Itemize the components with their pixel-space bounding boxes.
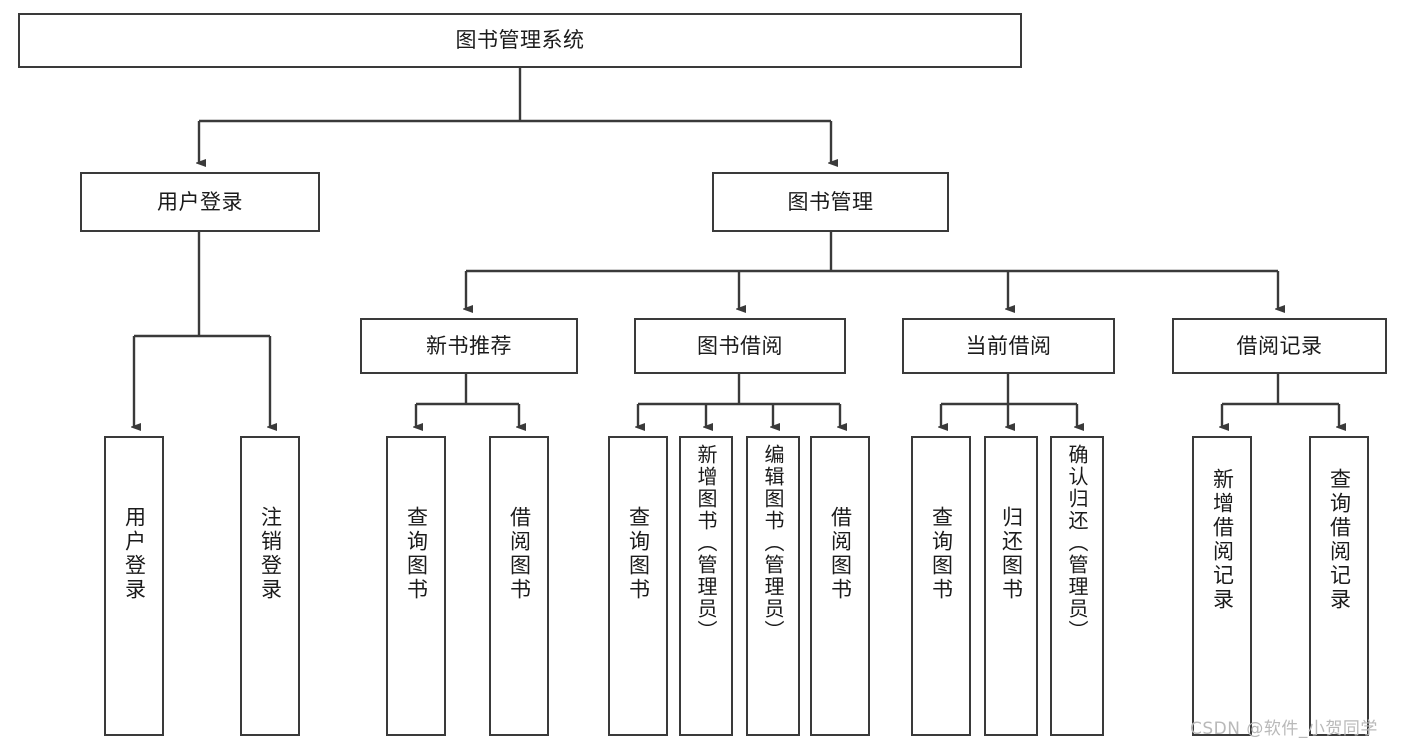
node-book-management[interactable]: 图书管理: [712, 172, 949, 232]
node-label: 新增图书（管理员）: [694, 444, 718, 642]
node-label: 新增借阅记录: [1210, 468, 1235, 612]
leaf-query-books-recommend[interactable]: 查询图书: [386, 436, 446, 736]
node-user-login[interactable]: 用户登录: [80, 172, 320, 232]
node-label: 编辑图书（管理员）: [761, 444, 785, 642]
node-label: 用户登录: [157, 189, 243, 214]
node-label: 查询图书: [929, 506, 954, 602]
node-label: 查询图书: [404, 506, 429, 602]
leaf-add-book-admin[interactable]: 新增图书（管理员）: [679, 436, 733, 736]
leaf-query-books-current[interactable]: 查询图书: [911, 436, 971, 736]
leaf-return-books[interactable]: 归还图书: [984, 436, 1038, 736]
node-label: 确认归还（管理员）: [1065, 444, 1089, 642]
node-label: 借阅图书: [828, 506, 853, 602]
node-label: 新书推荐: [426, 333, 512, 358]
node-borrowing-records[interactable]: 借阅记录: [1172, 318, 1387, 374]
leaf-edit-book-admin[interactable]: 编辑图书（管理员）: [746, 436, 800, 736]
leaf-query-borrow-record[interactable]: 查询借阅记录: [1309, 436, 1369, 736]
node-label: 查询借阅记录: [1327, 468, 1352, 612]
node-label: 图书管理: [787, 189, 874, 214]
leaf-logout[interactable]: 注销登录: [240, 436, 300, 736]
node-new-book-recommendation[interactable]: 新书推荐: [360, 318, 578, 374]
node-current-borrowing[interactable]: 当前借阅: [902, 318, 1115, 374]
node-label: 用户登录: [122, 506, 147, 602]
node-label: 图书借阅: [697, 333, 783, 358]
leaf-query-books-borrow[interactable]: 查询图书: [608, 436, 668, 736]
node-label: 归还图书: [999, 506, 1024, 602]
node-label: 借阅图书: [507, 506, 532, 602]
leaf-add-borrow-record[interactable]: 新增借阅记录: [1192, 436, 1252, 736]
node-label: 借阅记录: [1236, 333, 1323, 358]
leaf-borrow-books[interactable]: 借阅图书: [810, 436, 870, 736]
node-label: 图书管理系统: [455, 28, 585, 53]
leaf-borrow-books-recommend[interactable]: 借阅图书: [489, 436, 549, 736]
node-label: 当前借阅: [965, 333, 1052, 358]
node-book-borrowing[interactable]: 图书借阅: [634, 318, 846, 374]
node-label: 查询图书: [626, 506, 651, 602]
leaf-user-login[interactable]: 用户登录: [104, 436, 164, 736]
leaf-confirm-return-admin[interactable]: 确认归还（管理员）: [1050, 436, 1104, 736]
node-book-management-system[interactable]: 图书管理系统: [18, 13, 1022, 68]
node-label: 注销登录: [258, 506, 283, 602]
